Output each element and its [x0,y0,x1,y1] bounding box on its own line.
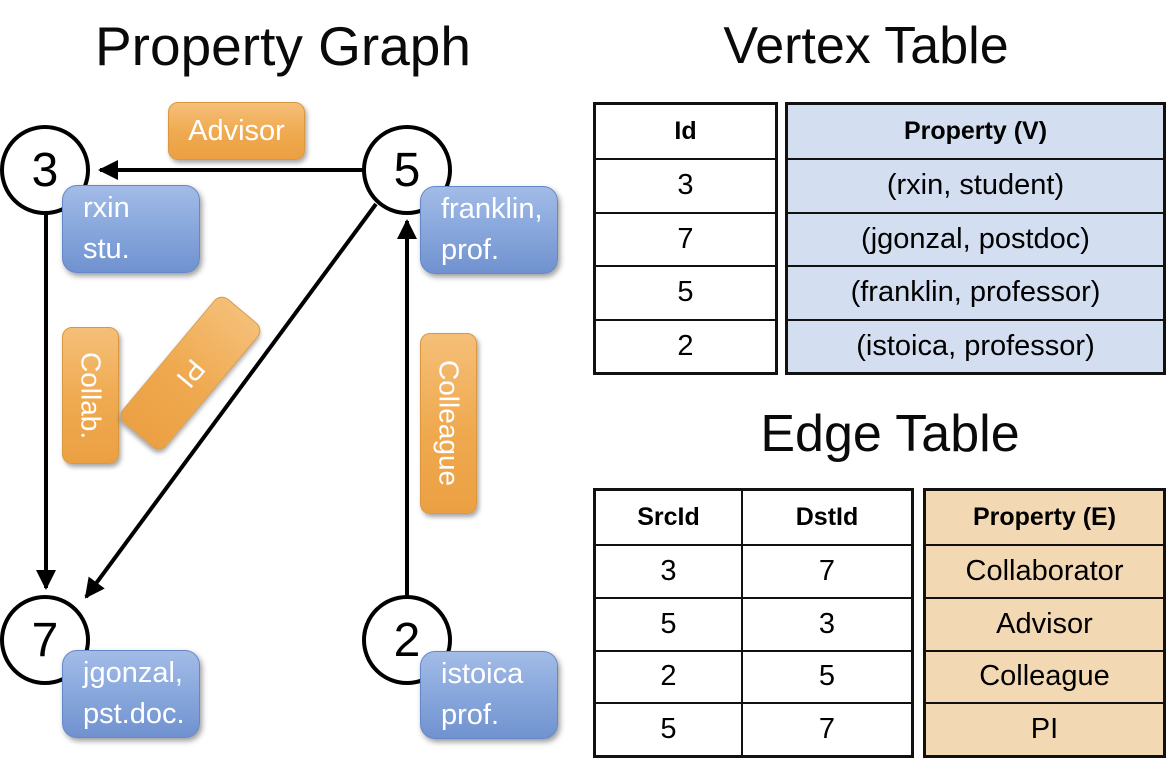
table-cell: Colleague [926,649,1163,703]
vertex-id-7: 7 [31,613,59,667]
table-row: 5 7 [596,702,911,755]
vertex-property-line: franklin, [441,192,543,225]
table-row: 5 3 [596,596,911,650]
table-cell: 2 [596,651,743,703]
edge-label-text: PI [170,353,212,394]
vertex-circle-2: 2 [362,595,452,685]
property-graph-title: Property Graph [94,15,471,77]
edge-table-header-property: Property (E) [926,491,1163,544]
vertex-property-box-jgonzal: jgonzal, pst.doc. [62,650,200,738]
edge-table-title: Edge Table [760,405,1020,463]
table-cell: 3 [596,158,775,212]
table-cell: 5 [818,660,836,693]
vertex-id-2: 2 [393,613,421,667]
vertex-property-line: pst.doc. [83,698,185,730]
table-cell: 5 [596,704,743,755]
table-cell: PI [926,702,1163,755]
table-cell: Collaborator [926,544,1163,597]
edge-table-header-row: SrcId DstId [596,491,911,544]
edge-label-text: Colleague [433,360,465,487]
table-cell: 7 [596,211,775,266]
vertex-property-line: prof. [441,234,500,266]
table-cell: Advisor [926,596,1163,650]
vertex-property-box-rxin: rxin stu. [62,185,200,273]
graph-edges-svg [36,160,417,599]
table-cell: 5 [596,598,743,650]
vertex-property-line: istoica [441,657,524,690]
vertex-property-line: stu. [83,233,130,265]
vertex-property-box-franklin: franklin, prof. [420,186,558,274]
edge-table-property-column: Property (E) Collaborator Advisor Collea… [923,488,1166,758]
edge-label-collab: Collab. [62,327,119,464]
edge-label-advisor: Advisor [168,102,305,160]
table-cell: 3 [818,607,836,640]
table-cell: 5 [596,265,775,319]
table-cell: (rxin, student) [788,158,1163,212]
vertex-table-header-property: Property (V) [788,105,1163,158]
vertex-property-line: prof. [441,699,500,731]
table-cell: (istoica, professor) [788,318,1163,372]
edge-table-header-dstid: DstId [795,503,859,531]
table-cell: 7 [818,554,836,587]
vertex-table-header-id: Id [674,117,697,145]
edge-line-pi-5-to-7 [84,202,378,599]
table-cell: (jgonzal, postdoc) [788,211,1163,265]
edge-table-header-srcid: SrcId [596,491,743,544]
edge-table-id-columns: SrcId DstId 3 7 5 3 2 5 5 7 [593,488,914,758]
table-cell: 7 [818,713,836,746]
table-cell: 2 [596,318,775,373]
vertex-property-line: jgonzal, [83,656,183,689]
vertex-table-title: Vertex Table [723,17,1009,75]
table-cell: (franklin, professor) [788,265,1163,319]
table-row: 3 7 [596,544,911,597]
edge-label-text: Advisor [188,114,285,147]
edge-label-colleague: Colleague [420,333,477,514]
vertex-circle-5: 5 [362,125,452,215]
vertex-property-box-istoica: istoica prof. [420,651,558,739]
vertex-table-property-column: Property (V) (rxin, student) (jgonzal, p… [785,102,1166,375]
table-row: 2 5 [596,649,911,703]
vertex-table-id-column: Id 3 7 5 2 [593,102,778,375]
vertex-id-3: 3 [31,143,59,197]
vertex-id-5: 5 [393,143,421,197]
table-cell: 3 [596,546,743,597]
edge-label-text: Collab. [75,351,107,440]
vertex-property-line: rxin [83,191,130,224]
